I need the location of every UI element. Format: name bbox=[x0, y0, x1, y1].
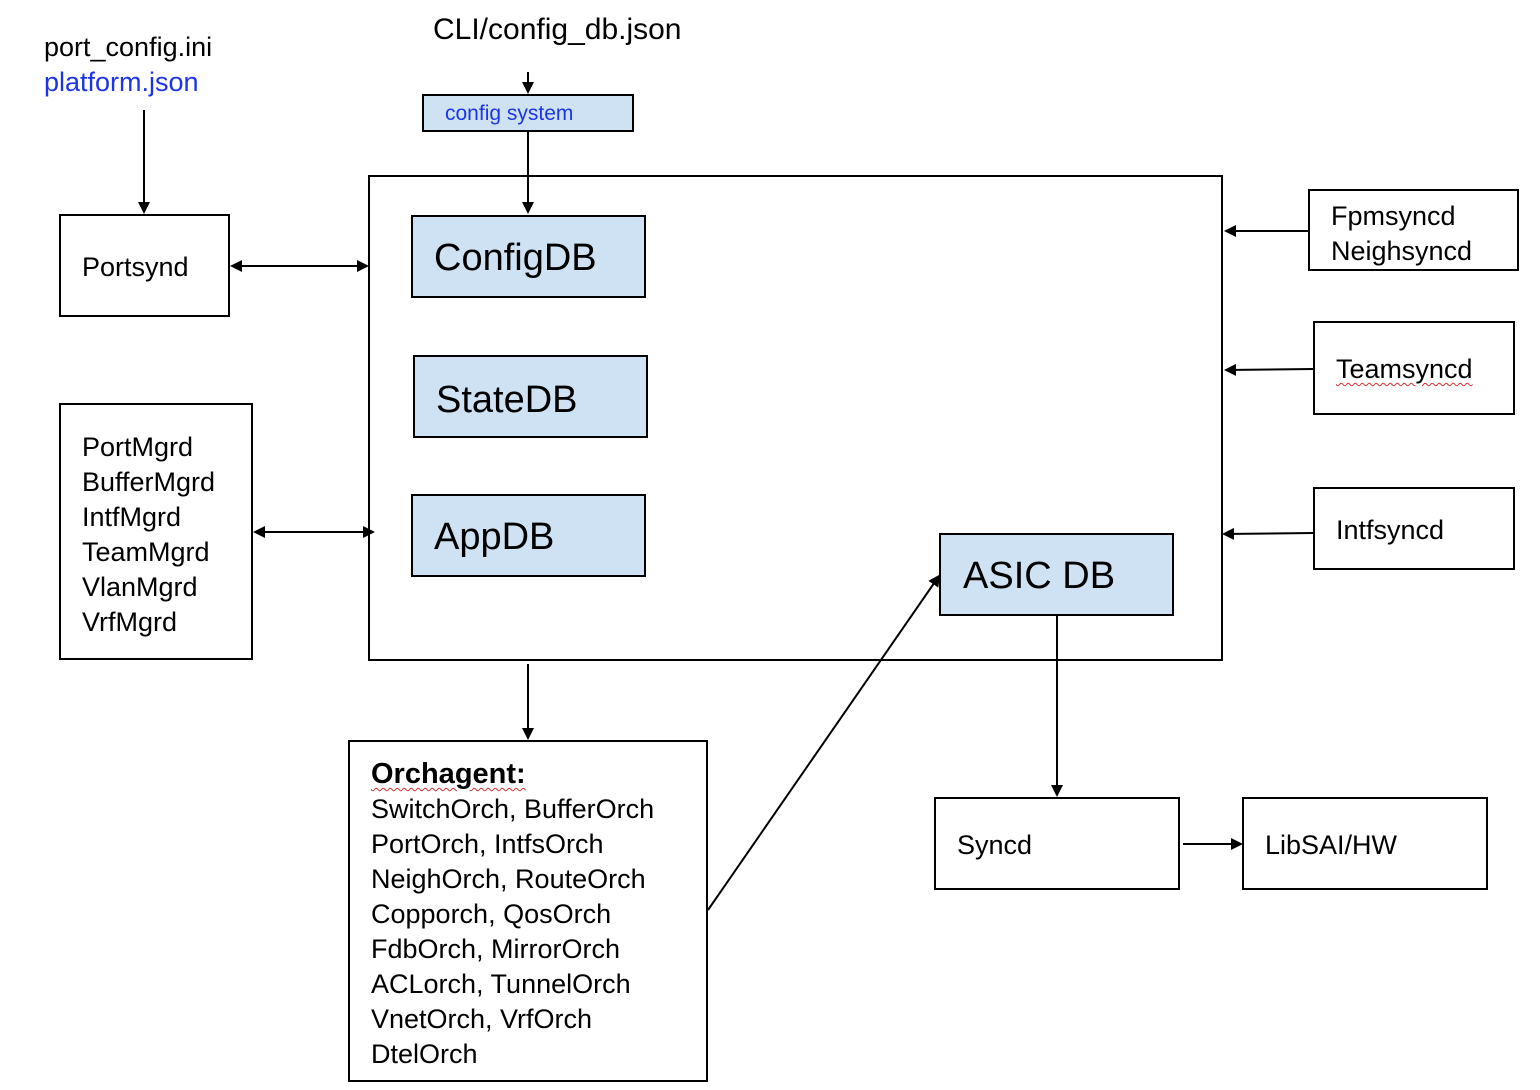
syncd-label: Syncd bbox=[957, 830, 1033, 860]
managers-box: PortMgrd BufferMgrd IntfMgrd TeamMgrd Vl… bbox=[59, 403, 253, 660]
orchagent-content: Orchagent: SwitchOrch, BufferOrch PortOr… bbox=[371, 756, 654, 1072]
manager-item: BufferMgrd bbox=[82, 467, 216, 497]
configdb-box: ConfigDB bbox=[411, 215, 646, 298]
portsynd-box: Portsynd bbox=[59, 214, 230, 317]
neighsyncd-label: Neighsyncd bbox=[1331, 236, 1473, 266]
appdb-box: AppDB bbox=[411, 494, 646, 577]
intfsyncd-box: Intfsyncd bbox=[1313, 487, 1515, 570]
appdb-label: AppDB bbox=[434, 516, 555, 558]
syncd-box: Syncd bbox=[934, 797, 1180, 890]
manager-item: IntfMgrd bbox=[82, 502, 182, 532]
arrow-teamsyncd-to-redis bbox=[1224, 363, 1314, 376]
teamsyncd-box: Teamsyncd bbox=[1313, 321, 1515, 415]
orchagent-box: Orchagent: SwitchOrch, BufferOrch PortOr… bbox=[348, 740, 708, 1082]
statedb-label: StateDB bbox=[436, 379, 578, 421]
orch-item: SwitchOrch, BufferOrch bbox=[371, 794, 655, 824]
arrow-intfsyncd-to-redis bbox=[1222, 527, 1314, 540]
arrow-orchagent-to-asicdb bbox=[707, 574, 941, 911]
orch-item: PortOrch, IntfsOrch bbox=[371, 829, 604, 859]
redis-container bbox=[368, 175, 1223, 661]
managers-list: PortMgrd BufferMgrd IntfMgrd TeamMgrd Vl… bbox=[82, 430, 215, 640]
orch-item: Copporch, QosOrch bbox=[371, 899, 612, 929]
statedb-box: StateDB bbox=[413, 355, 648, 438]
manager-item: TeamMgrd bbox=[82, 537, 210, 567]
manager-item: VrfMgrd bbox=[82, 607, 178, 637]
fpmsyncd-label: Fpmsyncd bbox=[1331, 201, 1456, 231]
orch-item: FdbOrch, MirrorOrch bbox=[371, 934, 621, 964]
teamsyncd-label: Teamsyncd bbox=[1336, 354, 1473, 384]
asicdb-box: ASIC DB bbox=[939, 533, 1174, 616]
libsai-label: LibSAI/HW bbox=[1265, 830, 1398, 860]
config-system-label: config system bbox=[445, 102, 574, 125]
manager-item: PortMgrd bbox=[82, 432, 194, 462]
configdb-label: ConfigDB bbox=[434, 237, 597, 279]
orch-item: ACLorch, TunnelOrch bbox=[371, 969, 631, 999]
portsynd-label: Portsynd bbox=[82, 252, 189, 282]
orch-item: NeighOrch, RouteOrch bbox=[371, 864, 646, 894]
libsai-box: LibSAI/HW bbox=[1242, 797, 1488, 890]
platform-json-label: platform.json bbox=[44, 67, 199, 97]
fpmsyncd-box: Fpmsyncd Neighsyncd bbox=[1308, 189, 1519, 271]
intfsyncd-label: Intfsyncd bbox=[1336, 515, 1445, 545]
config-system-box: config system bbox=[422, 94, 634, 132]
port-config-label: port_config.ini bbox=[44, 32, 213, 62]
orch-item: VnetOrch, VrfOrch bbox=[371, 1004, 593, 1034]
orchagent-list: SwitchOrch, BufferOrch PortOrch, IntfsOr… bbox=[371, 792, 654, 1072]
asicdb-label: ASIC DB bbox=[963, 555, 1116, 597]
cli-config-label: CLI/config_db.json bbox=[433, 13, 682, 46]
orchagent-title: Orchagent: bbox=[371, 758, 526, 790]
orch-item: DtelOrch bbox=[371, 1039, 478, 1069]
manager-item: VlanMgrd bbox=[82, 572, 198, 602]
fpmsyncd-list: Fpmsyncd Neighsyncd bbox=[1331, 199, 1472, 269]
